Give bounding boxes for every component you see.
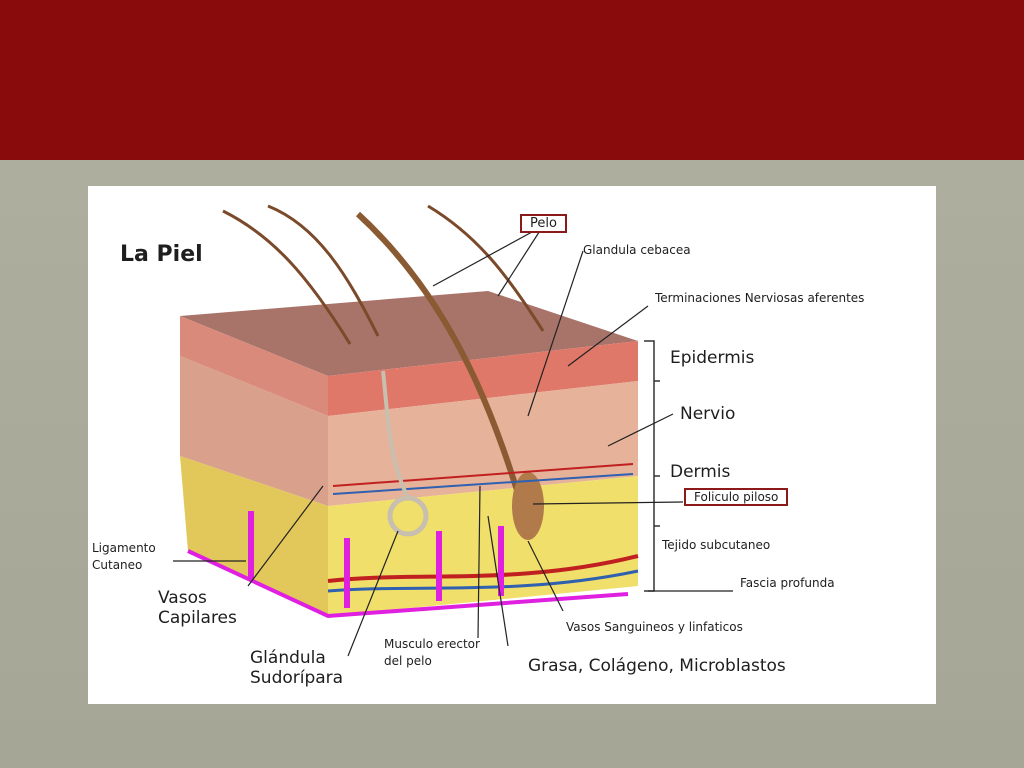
front-epidermis xyxy=(328,341,638,416)
label-ligamento: Ligamento Cutaneo xyxy=(92,540,156,574)
label-vasos-sanguineos: Vasos Sanguineos y linfaticos xyxy=(566,620,743,634)
left-epidermis xyxy=(180,316,328,416)
label-vasos-capilares: Vasos Capilares xyxy=(158,588,237,628)
ligament-bar-4 xyxy=(498,526,504,596)
label-foliculo: Foliculo piloso xyxy=(684,488,789,506)
label-ligamento-line2: Cutaneo xyxy=(92,558,143,572)
title-band xyxy=(0,0,1024,160)
vein xyxy=(327,569,639,593)
hair-2 xyxy=(267,204,380,337)
label-fascia: Fascia profunda xyxy=(740,576,835,590)
label-musculo-line1: Musculo erector xyxy=(384,637,480,651)
artery xyxy=(327,554,639,583)
skin-cross-section-illustration xyxy=(173,204,733,657)
capillary-red xyxy=(332,463,634,487)
hair-follicle xyxy=(512,472,544,540)
label-musculo-line2: del pelo xyxy=(384,654,432,668)
label-glandula-line1: Glándula xyxy=(250,648,326,668)
ligament-bar-2 xyxy=(344,538,350,608)
ligament-bar-1 xyxy=(248,511,254,581)
front-subcutaneous xyxy=(328,476,638,616)
label-grasa: Grasa, Colágeno, Microblastos xyxy=(528,656,786,676)
ligament-marker xyxy=(187,549,629,619)
leader-lines xyxy=(173,225,733,657)
skin-top-surface xyxy=(180,291,638,376)
label-dermis: Dermis xyxy=(670,462,731,482)
layer-bracket xyxy=(644,340,660,592)
label-vasos-cap-line1: Vasos xyxy=(158,588,207,608)
front-dermis xyxy=(328,381,638,506)
ligament-bar-3 xyxy=(436,531,442,601)
hair-1 xyxy=(222,209,352,345)
hair-3 xyxy=(355,211,531,527)
label-glandula-sudoripara: Glándula Sudorípara xyxy=(250,648,343,688)
label-epidermis: Epidermis xyxy=(670,348,755,368)
label-terminaciones: Terminaciones Nerviosas aferentes xyxy=(655,291,865,305)
label-tejido-subcutaneo: Tejido subcutaneo xyxy=(662,538,771,552)
hair-4 xyxy=(427,204,545,332)
sweat-duct xyxy=(381,370,410,499)
label-musculo: Musculo erector del pelo xyxy=(384,636,480,670)
label-pelo: Pelo xyxy=(520,214,567,233)
label-glandula-cebacea: Glandula cebacea xyxy=(583,243,691,257)
label-glandula-line2: Sudorípara xyxy=(250,668,344,688)
label-vasos-cap-line2: Capilares xyxy=(158,608,237,628)
skin-diagram-panel: La Piel Pelo Glandula cebacea Terminacio… xyxy=(88,186,936,704)
capillary-blue xyxy=(332,473,634,495)
label-nervio: Nervio xyxy=(680,404,736,424)
diagram-title: La Piel xyxy=(120,242,203,267)
label-ligamento-line1: Ligamento xyxy=(92,541,156,555)
